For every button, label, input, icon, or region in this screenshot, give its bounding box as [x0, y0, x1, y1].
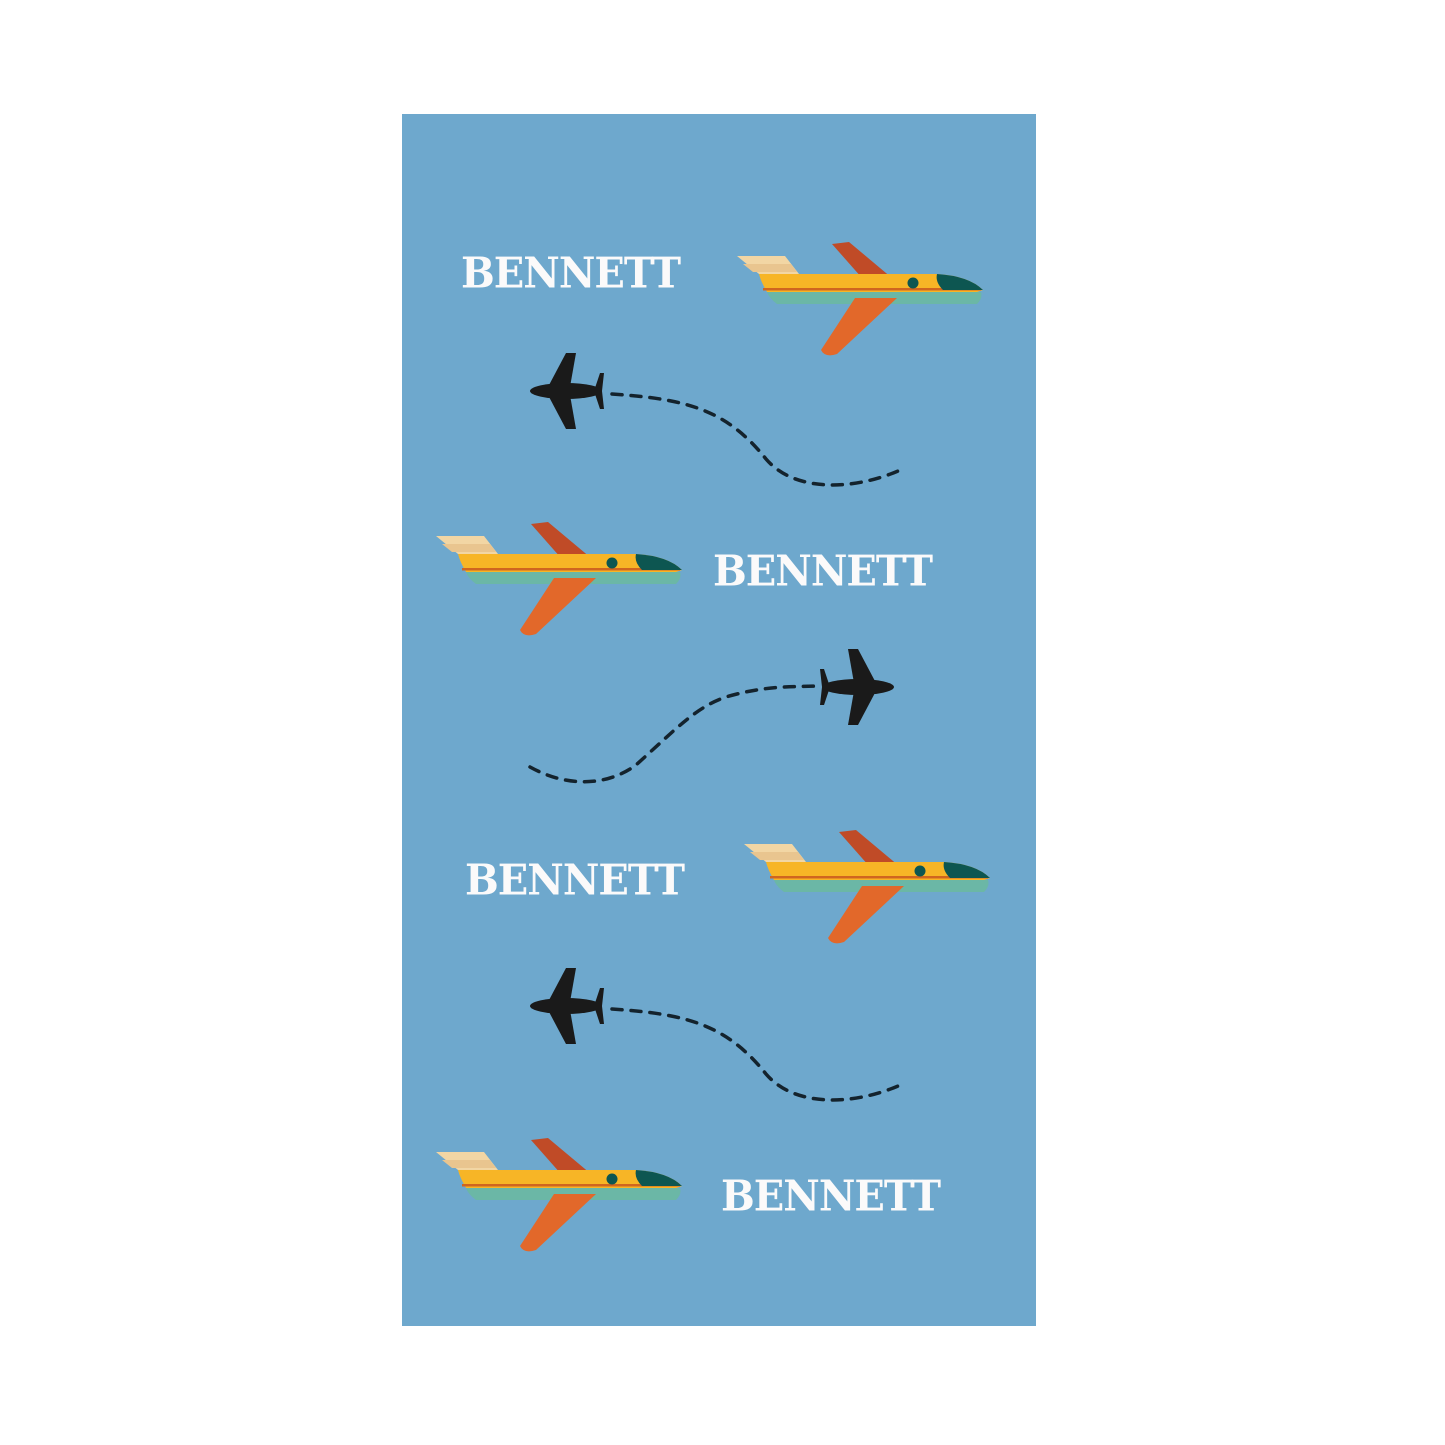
name-text: BENNETT	[721, 1171, 941, 1222]
dashed-route-left	[530, 968, 900, 1102]
dashed-route-left	[530, 353, 900, 487]
plane-silhouette-icon	[820, 649, 894, 725]
colorful-jet-icon	[737, 242, 983, 356]
plane-silhouette-icon	[530, 968, 604, 1044]
colorful-jet-icon	[436, 522, 682, 636]
colorful-jet-icon	[436, 1138, 682, 1252]
name-text: BENNETT	[713, 546, 933, 597]
plane-silhouette-icon	[530, 353, 604, 429]
name-text: BENNETT	[461, 248, 681, 299]
towel-design: BENNETT BENNETT BENNETT BENNETT	[402, 114, 1036, 1326]
colorful-jet-icon	[744, 830, 990, 944]
name-text: BENNETT	[465, 855, 685, 906]
dashed-route-right	[528, 649, 894, 784]
